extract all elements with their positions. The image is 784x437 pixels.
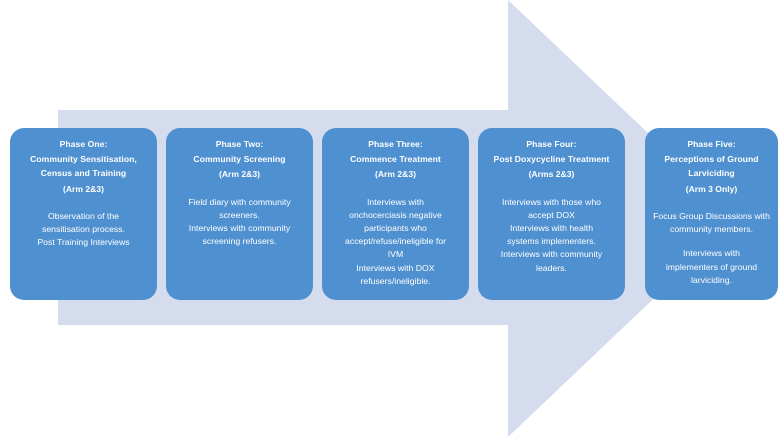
phase-box-one[interactable]: Phase One: Community Sensitisation, Cens…	[10, 128, 157, 300]
phase-one-title: Phase One: Community Sensitisation, Cens…	[30, 139, 137, 178]
phase-three-spacer	[328, 182, 463, 196]
phase-one-body: Observation of the sensitisation process…	[16, 210, 151, 250]
phase-five-body-line-2: Interviews with implementers of ground l…	[665, 248, 758, 285]
phase-two-body-line-2: Interviews with community screening refu…	[188, 222, 291, 247]
phase-box-four[interactable]: Phase Four: Post Doxycycline Treatment (…	[478, 128, 625, 300]
phase-three-body-line-1: Interviews with onchocerciasis negative …	[345, 196, 446, 260]
phase-one-spacer	[16, 196, 151, 210]
phase-two-title: Phase Two: Community Screening	[193, 139, 286, 164]
phase-five-body-line-1: Focus Group Discussions with community m…	[653, 211, 770, 235]
phase-two-arm: (Arm 2&3)	[218, 169, 261, 179]
phase-one-body-line-1: Observation of the sensitisation process…	[41, 211, 126, 235]
phase-two-body: Field diary with community screeners. In…	[172, 196, 307, 249]
phase-box-three[interactable]: Phase Three: Commence Treatment (Arm 2&3…	[322, 128, 469, 300]
phase-five-spacer	[651, 196, 772, 210]
phase-three-arm: (Arm 2&3)	[374, 169, 417, 179]
phase-five-body: Focus Group Discussions with community m…	[651, 210, 772, 287]
phase-four-body-line-2: Interviews with health systems implement…	[507, 222, 596, 247]
phase-one-arm: (Arm 2&3)	[62, 183, 105, 194]
phase-four-arm: (Arms 2&3)	[528, 169, 575, 179]
phase-four-body: Interviews with those who accept DOX Int…	[484, 196, 619, 275]
phase-three-body-line-2: Interviews with DOX refusers/ineligible.	[356, 262, 435, 286]
phase-box-five[interactable]: Phase Five: Perceptions of Ground Larvic…	[645, 128, 778, 300]
phase-four-title: Phase Four: Post Doxycycline Treatment	[493, 139, 610, 164]
phase-five-arm: (Arm 3 Only)	[685, 183, 738, 194]
phase-five-body-gap	[651, 236, 772, 247]
phase-three-title: Phase Three: Commence Treatment	[350, 139, 441, 164]
phase-four-body-line-3: Interviews with community leaders.	[500, 249, 603, 273]
phase-three-body: Interviews with onchocerciasis negative …	[328, 196, 463, 288]
phase-four-spacer	[484, 182, 619, 196]
phase-one-body-line-2: Post Training Interviews	[37, 237, 130, 248]
phase-four-body-line-1: Interviews with those who accept DOX	[502, 196, 601, 220]
phase-box-two[interactable]: Phase Two: Community Screening (Arm 2&3)…	[166, 128, 313, 300]
phase-two-body-line-1: Field diary with community screeners.	[188, 196, 291, 220]
phase-five-title: Phase Five: Perceptions of Ground Larvic…	[664, 139, 759, 178]
phase-two-spacer	[172, 182, 307, 196]
